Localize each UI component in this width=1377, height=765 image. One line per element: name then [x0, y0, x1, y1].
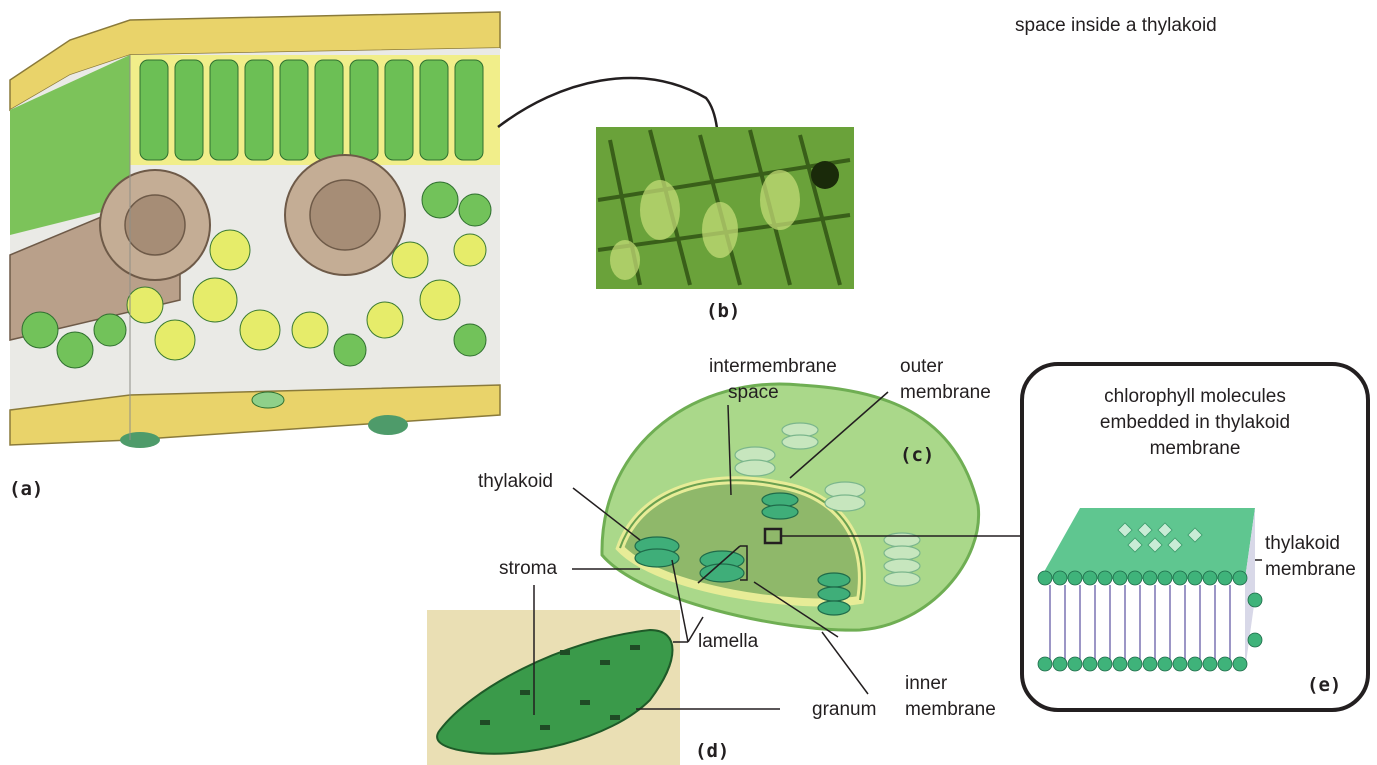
- panel-d-tag: (d): [695, 740, 729, 762]
- granum-label: granum: [812, 698, 876, 722]
- inner-membrane-label-2: membrane: [905, 698, 996, 722]
- panel-e-tag: (e): [1307, 674, 1341, 696]
- outer-membrane-label-1: outer: [900, 355, 943, 379]
- thylakoid-membrane-label-1: thylakoid: [1265, 532, 1340, 556]
- panel-b-tag: (b): [706, 300, 740, 322]
- panel-c-tag: (c): [900, 444, 934, 466]
- lamella-label: lamella: [698, 630, 758, 654]
- thylakoid-membrane-label-2: membrane: [1265, 558, 1356, 582]
- inner-membrane-label-1: inner: [905, 672, 947, 696]
- outer-membrane-label-2: membrane: [900, 381, 991, 405]
- chlorophyll-label-1: chlorophyll molecules: [1095, 385, 1295, 409]
- chlorophyll-label-3: membrane: [1095, 437, 1295, 461]
- intermembrane-label-1: intermembrane: [709, 355, 837, 379]
- thylakoid-label: thylakoid: [478, 470, 553, 494]
- intermembrane-label-2: space: [728, 381, 779, 405]
- panel-a-tag: (a): [9, 478, 43, 500]
- chlorophyll-label-2: embedded in thylakoid: [1095, 411, 1295, 435]
- stroma-label: stroma: [499, 557, 557, 581]
- header-label: space inside a thylakoid: [1015, 14, 1217, 38]
